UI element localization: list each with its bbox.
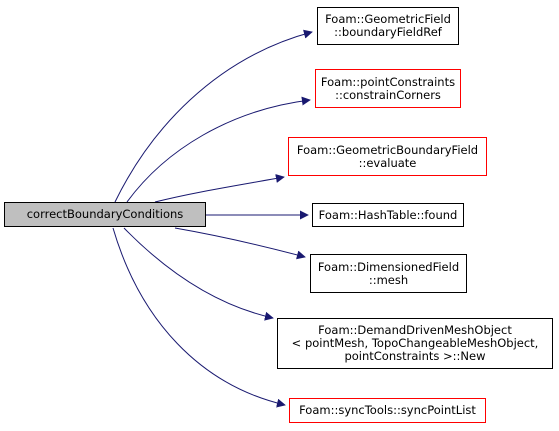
node-label-line: ::evaluate — [358, 155, 417, 170]
call-edge-n2 — [126, 96, 311, 203]
node-demand-driven-new[interactable]: Foam::DemandDrivenMeshObject < pointMesh… — [277, 318, 553, 369]
node-label-line: Foam::HashTable::found — [318, 207, 458, 222]
call-edge-n5 — [174, 227, 306, 260]
node-label-line: < pointMesh, TopoChangeableMeshObject, — [291, 336, 539, 350]
call-edge-n1 — [114, 29, 313, 203]
node-label-line: Foam::syncTools::syncPointList — [299, 403, 476, 417]
node-boundary-field-ref[interactable]: Foam::GeometricField ::boundaryFieldRef — [317, 7, 459, 45]
node-label-line: ::boundaryFieldRef — [334, 25, 442, 39]
node-label-line: Foam::DemandDrivenMeshObject — [318, 323, 512, 337]
call-edge-n6 — [123, 227, 274, 321]
node-label-line: Foam::GeometricField — [325, 12, 451, 26]
node-sync-point-list[interactable]: Foam::syncTools::syncPointList — [289, 398, 486, 423]
node-hashtable-found[interactable]: Foam::HashTable::found — [312, 203, 464, 227]
call-edge-n7 — [112, 227, 286, 408]
root-label-line-0: correctBoundaryConditions — [26, 207, 184, 221]
node-constrain-corners[interactable]: Foam::pointConstraints ::constrainCorner… — [315, 69, 461, 108]
node-label-line: ::mesh — [368, 272, 409, 287]
node-label-line: Foam::pointConstraints — [320, 74, 456, 89]
call-edge-n3 — [154, 174, 285, 203]
node-label-line: Foam::DimensionedField — [317, 259, 460, 274]
node-dimensioned-field-mesh[interactable]: Foam::DimensionedField ::mesh — [310, 254, 467, 293]
root-function-node[interactable]: correctBoundaryConditions — [4, 202, 206, 227]
node-label-line: ::constrainCorners — [335, 87, 441, 102]
node-boundary-field-evaluate[interactable]: Foam::GeometricBoundaryField ::evaluate — [288, 137, 487, 176]
node-label-line: Foam::GeometricBoundaryField — [296, 142, 479, 157]
node-label-line: pointConstraints >::New — [344, 349, 486, 363]
